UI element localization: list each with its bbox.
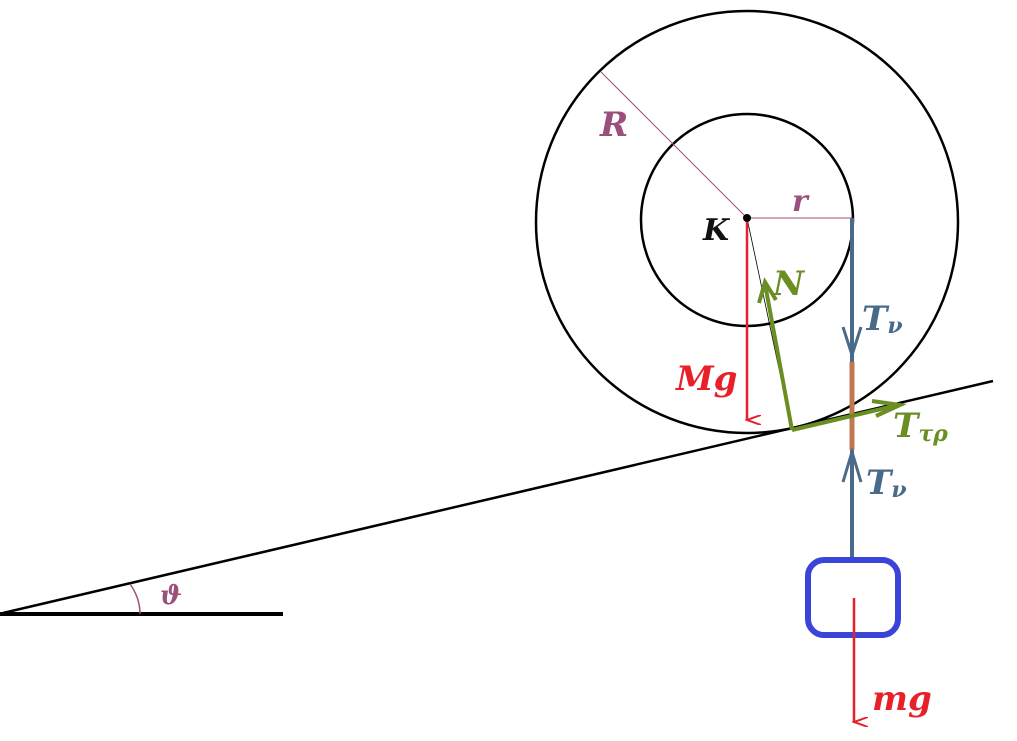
friction-force-arrowhead: [871, 399, 908, 418]
wheel-weight-label: Mg: [675, 359, 737, 399]
center-point: [743, 214, 751, 222]
normal-force-label: N: [772, 264, 806, 304]
center-label: K: [702, 213, 731, 248]
normal-force-line: [763, 283, 794, 431]
mass-weight-label: mg: [872, 679, 932, 719]
friction-force-line: [791, 403, 899, 432]
tension-lower-label: Tν: [866, 463, 907, 503]
outer-radius-label: R: [599, 105, 628, 145]
tension-upper-label: Tν: [862, 299, 903, 339]
outer-radius-line: [600, 71, 748, 219]
tension-lower-arrowhead: [841, 446, 863, 483]
normal-force-arrowhead: [757, 277, 778, 304]
angle-label: ϑ: [160, 581, 182, 611]
inner-radius-label: r: [792, 184, 810, 219]
angle-arc: [129, 583, 141, 615]
friction-force-label: Tτρ: [893, 406, 948, 447]
outer-circle: [534, 9, 960, 435]
tension-upper-arrowhead: [841, 326, 863, 360]
